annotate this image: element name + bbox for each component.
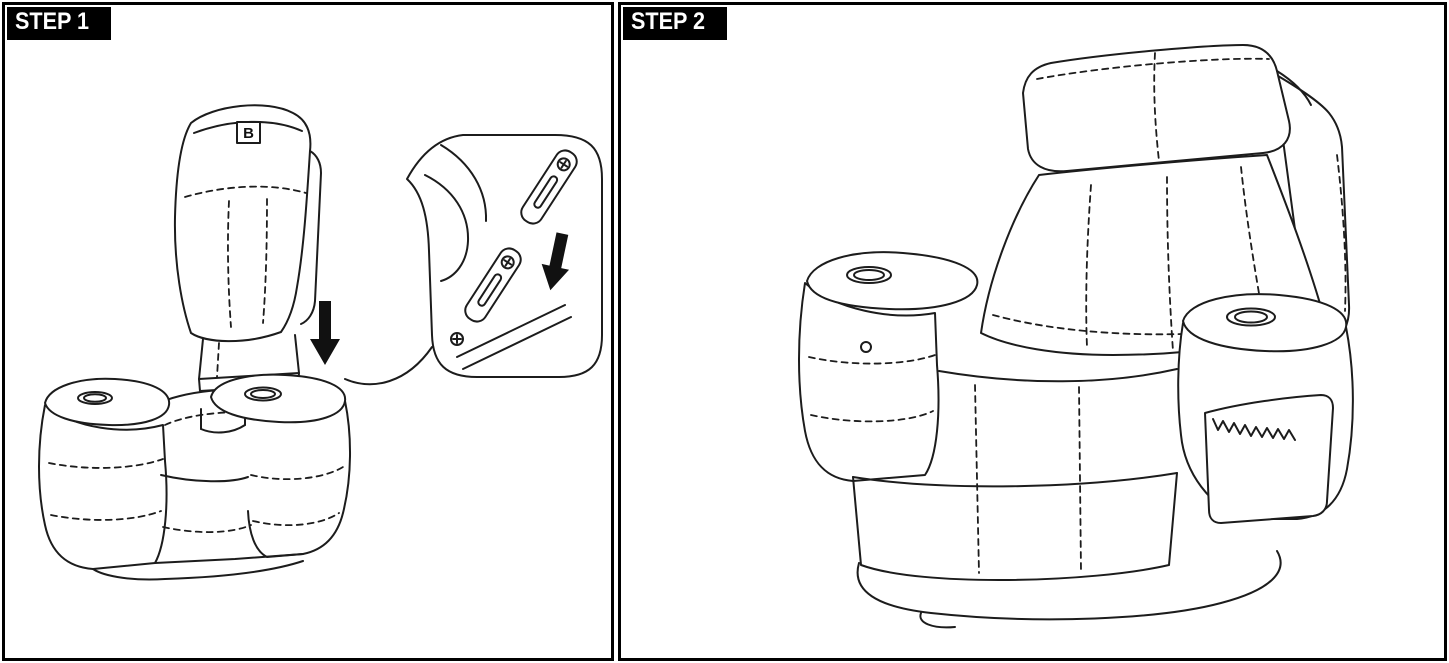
headrest (1022, 44, 1312, 173)
down-arrow-icon (310, 301, 340, 365)
step2-illustration (798, 44, 1354, 629)
step1-panel: STEP 1 B (2, 2, 614, 661)
side-pocket (1204, 394, 1334, 524)
step2-label: STEP 2 (623, 7, 728, 40)
step1-label: STEP 1 (7, 7, 112, 40)
cup-holder-left (77, 391, 113, 405)
cup-holder-left (846, 266, 892, 284)
inset-leader-line (344, 346, 433, 386)
mounting-rail-lower (464, 247, 522, 323)
step2-label-text: STEP 2 (631, 8, 706, 35)
step1-label-text: STEP 1 (15, 8, 90, 35)
mounting-rail-upper (520, 149, 578, 225)
backrest-illustration: B (173, 104, 322, 392)
part-b-letter: B (243, 125, 254, 142)
step2-panel: STEP 2 (618, 2, 1447, 661)
step1-illustration: B (38, 104, 603, 581)
left-arm (798, 251, 979, 482)
right-arm (1177, 293, 1354, 524)
part-b-label: B (236, 121, 261, 144)
assembled-recliner-illustration (798, 44, 1354, 629)
chair-base-illustration (38, 373, 352, 581)
insert-arrow-icon (541, 232, 570, 291)
seat-and-footrest (852, 368, 1282, 629)
control-button (860, 341, 872, 353)
cup-holder-right (244, 386, 282, 402)
screw-icon (450, 332, 464, 346)
cup-holder-right (1226, 307, 1276, 327)
bracket-detail-inset (406, 134, 603, 378)
